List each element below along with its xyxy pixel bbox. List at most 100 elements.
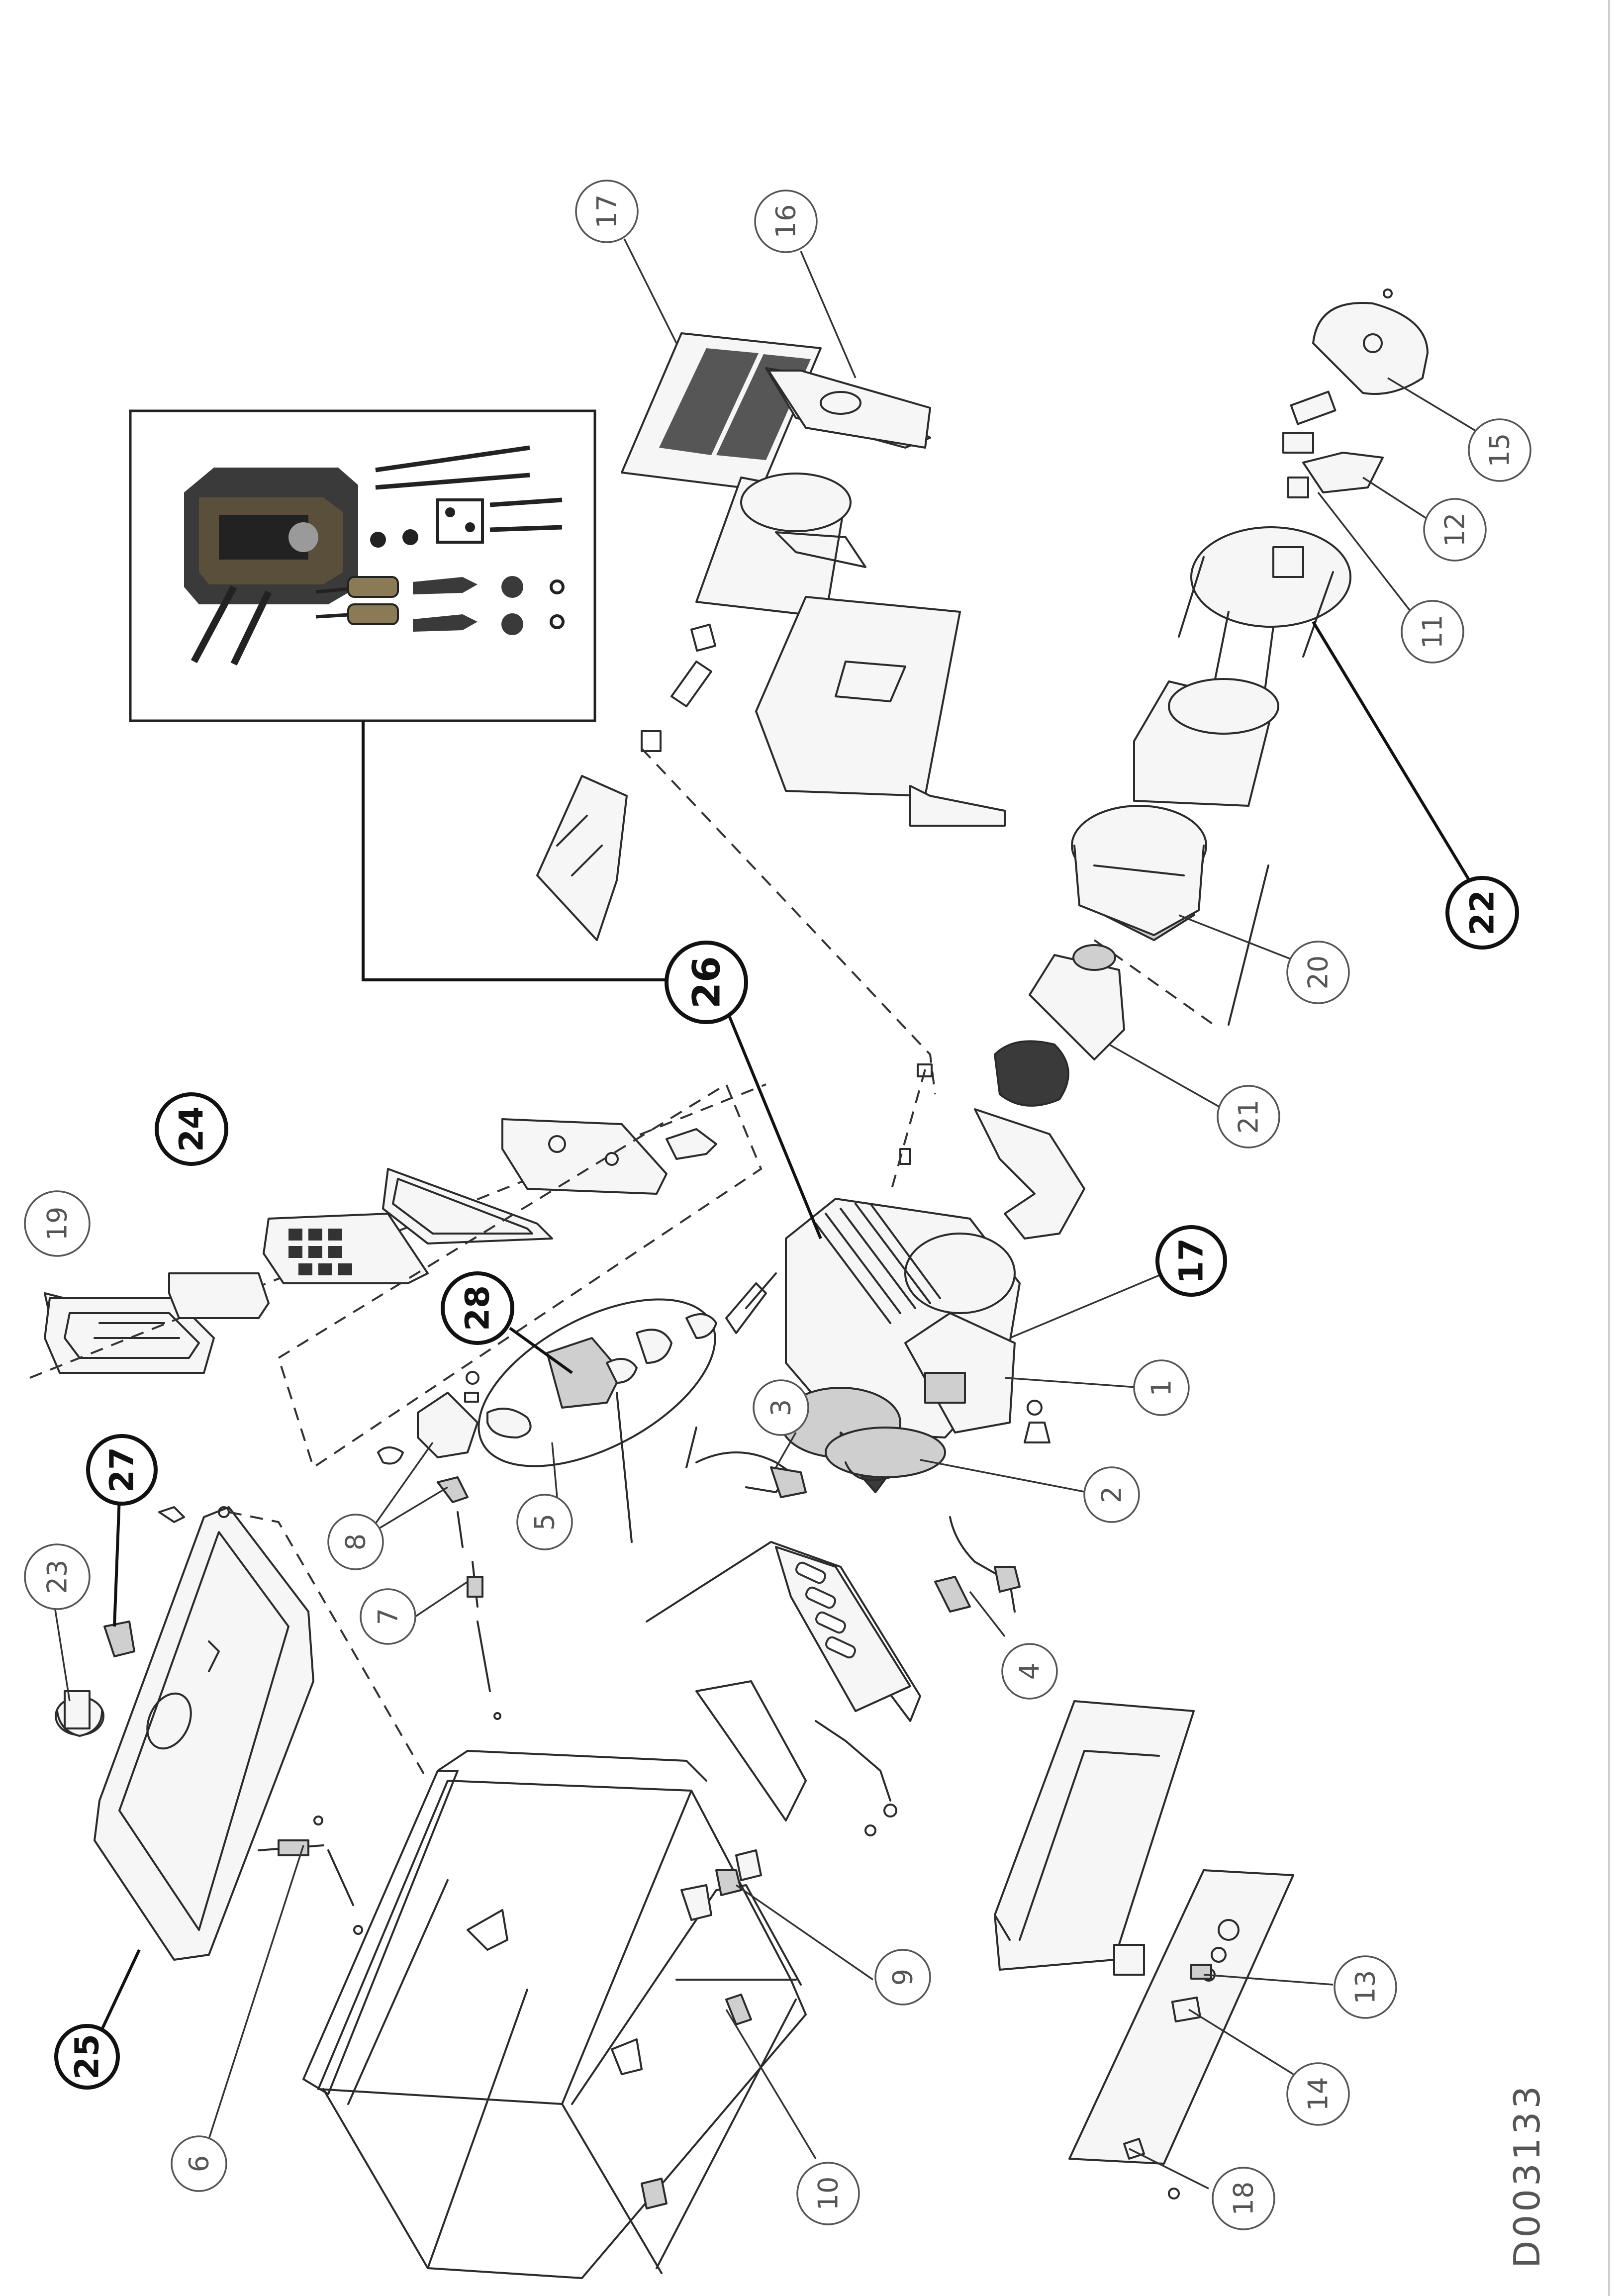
svg-text:13: 13 (1350, 1970, 1381, 2005)
callout-8: 8 (327, 1514, 384, 1570)
carburetor-group-5 (478, 1298, 717, 1543)
stator-cover (1133, 678, 1279, 807)
dashed-guide-engine (889, 1069, 926, 1194)
throttle-linkage-8 (377, 1392, 478, 1548)
svg-text:14: 14 (1303, 2077, 1334, 2111)
air-filter-element-24 (168, 1272, 270, 1319)
svg-text:22: 22 (1463, 890, 1502, 936)
svg-text:18: 18 (1228, 2182, 1259, 2216)
callout-13: 13 (1334, 1955, 1397, 2019)
inset-connector-line (362, 721, 671, 981)
callout-2: 2 (1083, 1466, 1140, 1523)
callout-17-engine: 17 (1155, 1225, 1227, 1297)
svg-text:15: 15 (1484, 433, 1516, 468)
engine-1 (780, 1198, 1051, 1493)
callout-1: 1 (1133, 1359, 1190, 1416)
svg-text:7: 7 (373, 1608, 404, 1625)
callout-26: 26 (665, 941, 748, 1024)
svg-text:2: 2 (1096, 1486, 1128, 1503)
rotor-bearing-11 (1282, 432, 1314, 498)
callout-23: 23 (24, 1543, 91, 1610)
muffler-heat-shield-16 (765, 367, 931, 449)
stator-20 (1071, 805, 1269, 1026)
fan-shroud (974, 1108, 1085, 1240)
recoil-starter-2 (825, 1427, 946, 1481)
control-panel-plate (1068, 1869, 1294, 2200)
callout-6: 6 (171, 2135, 227, 2192)
callout-27: 27 (86, 1434, 158, 1506)
fuel-valve-7 (467, 1561, 501, 1720)
brush-holder-12 (1290, 390, 1384, 493)
callout-18: 18 (1212, 2167, 1275, 2230)
svg-text:5: 5 (529, 1514, 561, 1531)
muffler-cover-17 (621, 332, 822, 491)
svg-text:17: 17 (1172, 1238, 1211, 1284)
svg-text:24: 24 (173, 1106, 211, 1152)
callout-3: 3 (753, 1379, 809, 1436)
svg-text:9: 9 (887, 1969, 919, 1986)
callout-22: 22 (1445, 876, 1519, 950)
exhaust-gaskets (641, 623, 717, 752)
svg-text:3: 3 (765, 1399, 797, 1416)
svg-text:23: 23 (42, 1560, 73, 1594)
callout-21: 21 (1217, 1085, 1280, 1148)
svg-text:8: 8 (340, 1533, 372, 1550)
dashed-guide-tank (228, 1511, 429, 1781)
callout-5: 5 (516, 1494, 573, 1550)
fuel-strainer-27 (103, 1621, 135, 1657)
svg-text:1: 1 (1146, 1379, 1177, 1396)
leader-lines (54, 238, 1488, 2190)
air-duct (536, 775, 628, 941)
cylinder-head-inset (129, 409, 596, 722)
callout-25: 25 (54, 2024, 120, 2090)
muffler (695, 473, 866, 618)
svg-text:4: 4 (1014, 1663, 1046, 1680)
svg-text:26: 26 (684, 956, 729, 1009)
callout-4: 4 (1001, 1643, 1058, 1700)
callout-19: 19 (24, 1190, 91, 1257)
callout-10: 10 (796, 2162, 860, 2225)
svg-text:19: 19 (42, 1207, 73, 1241)
rear-housing-22 (1178, 526, 1351, 702)
svg-text:10: 10 (813, 2177, 844, 2211)
callout-24: 24 (155, 1092, 228, 1166)
muffler-bracket (755, 596, 1006, 827)
small-bolt (466, 1371, 479, 1385)
air-cleaner-base (501, 1118, 717, 1195)
alternator-end-cover-15 (1312, 288, 1429, 395)
small-nut (464, 1392, 479, 1403)
svg-text:20: 20 (1303, 956, 1334, 990)
callout-7: 7 (360, 1588, 416, 1645)
handle-cover (646, 1541, 921, 1836)
air-cleaner-gasket (382, 1168, 553, 1244)
svg-text:21: 21 (1233, 1100, 1264, 1134)
control-panel-box (994, 1700, 1195, 1971)
callout-16: 16 (754, 190, 818, 253)
air-cleaner-cover-19 (44, 1292, 215, 1374)
frame-mounts-9-10 (641, 1849, 762, 2209)
document-id: D003133 (1506, 2083, 1548, 2268)
svg-text:25: 25 (68, 2034, 106, 2080)
spark-plug-cap-4 (934, 1516, 1021, 1613)
frame (302, 1750, 807, 2279)
svg-text:28: 28 (459, 1285, 497, 1331)
ignition-coil-3 (685, 1427, 807, 1498)
svg-text:27: 27 (103, 1447, 141, 1493)
callout-28: 28 (441, 1271, 514, 1345)
svg-text:16: 16 (770, 204, 802, 239)
callout-11: 11 (1401, 600, 1464, 664)
svg-text:6: 6 (184, 2155, 215, 2172)
callout-12: 12 (1423, 498, 1487, 562)
callout-17-top: 17 (575, 180, 639, 243)
callout-20: 20 (1286, 941, 1350, 1004)
callout-14: 14 (1286, 2062, 1350, 2126)
svg-text:11: 11 (1417, 615, 1448, 649)
svg-text:12: 12 (1439, 513, 1471, 547)
rotor-21 (994, 944, 1125, 1107)
callout-9: 9 (874, 1949, 931, 2006)
fuel-tank-25 (94, 1506, 314, 1961)
svg-text:17: 17 (591, 194, 623, 229)
fuel-cap-23 (55, 1690, 104, 1737)
air-cleaner-case (263, 1213, 429, 1284)
